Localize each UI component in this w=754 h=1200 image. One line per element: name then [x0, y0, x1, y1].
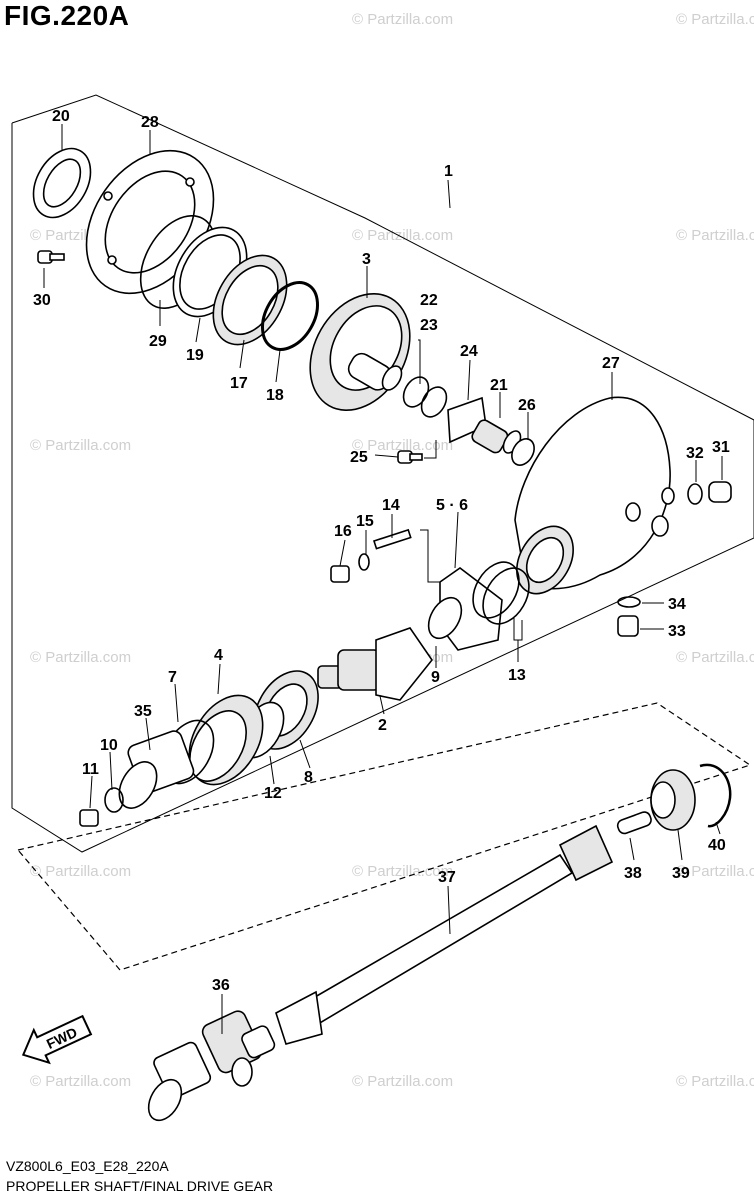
leader-lines [43, 124, 723, 1034]
callout-32: 32 [686, 445, 704, 462]
callout-37: 37 [438, 869, 456, 886]
washer-15 [358, 553, 370, 571]
shim-23 [420, 386, 448, 418]
circlip-40 [699, 763, 732, 828]
watermark: © Partzilla.com [30, 863, 131, 880]
spring-38 [616, 811, 652, 835]
callout-4: 4 [214, 647, 223, 664]
watermark: © Partzilla.com [30, 649, 131, 666]
watermark: © Partzilla.com [676, 11, 754, 28]
forward-arrow: FWD [21, 1014, 93, 1065]
shaft-group-outline [17, 702, 752, 971]
callout-16: 16 [334, 523, 352, 540]
callout-5-6: 5 · 6 [436, 497, 468, 514]
figure-name: PROPELLER SHAFT/FINAL DRIVE GEAR [6, 1178, 274, 1194]
callout-39: 39 [672, 865, 690, 882]
callout-28: 28 [141, 114, 159, 131]
bearing-case-9 [427, 567, 503, 651]
watermark: © Partzilla.com [352, 227, 453, 244]
seat-39 [650, 769, 696, 831]
callout-7: 7 [168, 669, 177, 686]
figure-title: FIG.220A [4, 0, 130, 31]
callout-33: 33 [668, 623, 686, 640]
nut-16 [330, 565, 350, 583]
callout-38: 38 [624, 865, 642, 882]
watermark: © Partzilla.com [352, 437, 453, 454]
watermark: © Partzilla.com [676, 227, 754, 244]
callout-40: 40 [708, 837, 726, 854]
final-gear-case-27 [514, 396, 675, 595]
callouts: 20 28 1 30 29 19 17 18 3 22 23 24 21 26 … [33, 108, 730, 994]
callout-35: 35 [134, 703, 152, 720]
callout-27: 27 [602, 355, 620, 372]
ring-gear-3 [309, 292, 411, 412]
callout-11: 11 [82, 761, 99, 778]
callout-29: 29 [149, 333, 167, 350]
oil-seal-26 [511, 438, 535, 466]
nut-11 [79, 809, 99, 827]
washer-34 [617, 596, 641, 608]
watermark: © Partzilla.com [30, 1073, 131, 1090]
callout-31: 31 [712, 439, 730, 456]
callout-17: 17 [230, 375, 248, 392]
callout-20: 20 [52, 108, 70, 125]
o-ring-13 [472, 561, 530, 625]
callout-23: 23 [420, 317, 438, 334]
watermark: © Partzilla.com [676, 1073, 754, 1090]
watermark: © Partzilla.com [676, 649, 754, 666]
callout-10: 10 [100, 737, 118, 754]
filler-plug-31 [708, 481, 732, 503]
callout-14: 14 [382, 497, 400, 514]
universal-joint-36 [147, 1010, 276, 1122]
bolt-30 [37, 250, 65, 264]
assembly-outline [11, 94, 754, 853]
watermark: © Partzilla.com [30, 437, 131, 454]
callout-1: 1 [444, 163, 453, 180]
callout-2: 2 [378, 717, 387, 734]
washer-10 [104, 787, 124, 813]
pinion-gear-2 [317, 627, 433, 701]
callout-26: 26 [518, 397, 536, 414]
watermark: © Partzilla.com [676, 863, 754, 880]
callout-34: 34 [668, 596, 686, 613]
stud-14 [372, 528, 412, 550]
figure-code: VZ800L6_E03_E28_220A [6, 1158, 169, 1174]
callout-24: 24 [460, 343, 478, 360]
watermark: © Partzilla.com [352, 1073, 453, 1090]
oil-seal-20 [32, 147, 92, 219]
watermark: © Partzilla.com [352, 11, 453, 28]
callout-12: 12 [264, 785, 282, 802]
callout-9: 9 [431, 669, 440, 686]
callout-30: 30 [33, 292, 51, 309]
callout-8: 8 [304, 769, 313, 786]
callout-3: 3 [362, 251, 371, 268]
drain-plug-33 [617, 615, 639, 637]
callout-36: 36 [212, 977, 230, 994]
callout-19: 19 [186, 347, 204, 364]
callout-18: 18 [266, 387, 284, 404]
callout-22: 22 [420, 292, 438, 309]
callout-25: 25 [350, 449, 368, 466]
coupling-35 [118, 730, 195, 809]
callout-21: 21 [490, 377, 508, 394]
circlip-18 [261, 281, 319, 351]
watermark: © Partzilla.com [352, 863, 453, 880]
washer-32 [687, 483, 703, 505]
callout-13: 13 [508, 667, 526, 684]
propeller-shaft-37 [275, 824, 614, 1045]
callout-15: 15 [356, 513, 374, 530]
shim-22 [402, 376, 430, 408]
needle-bearing-21 [471, 419, 522, 454]
